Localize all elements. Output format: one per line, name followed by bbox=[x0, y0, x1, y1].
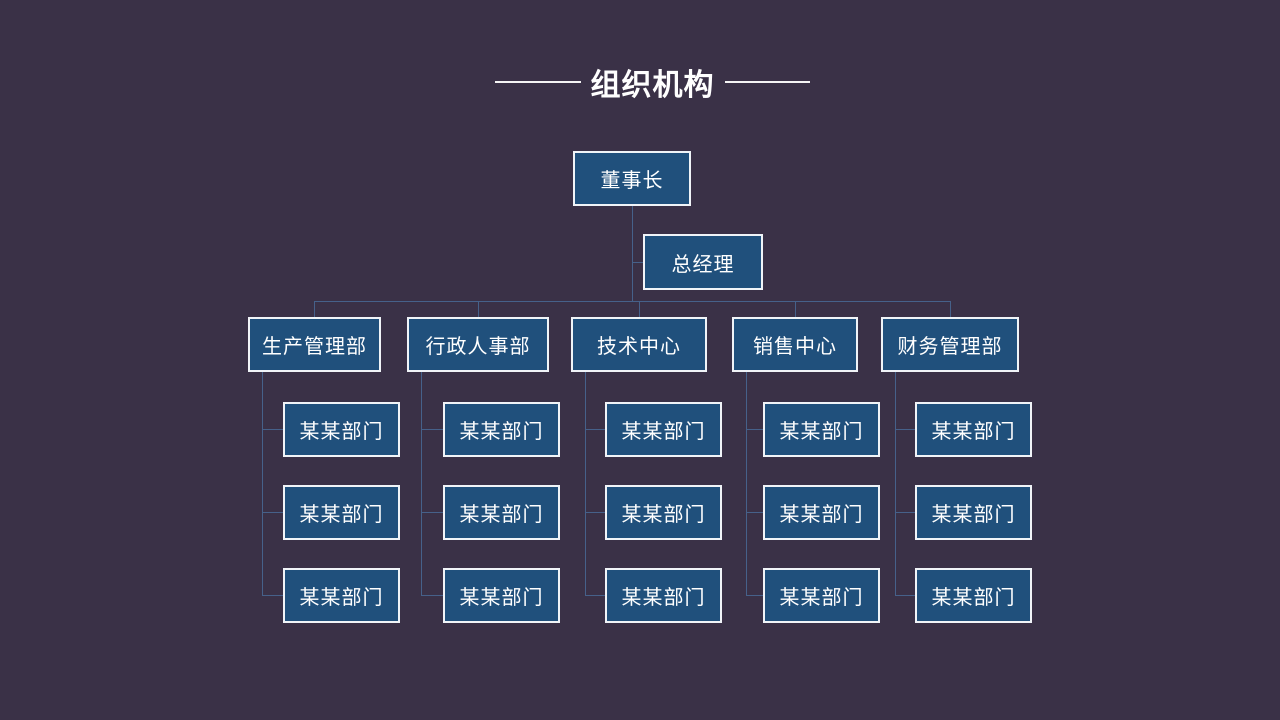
org-node-sub-dept: 某某部门 bbox=[605, 402, 722, 457]
org-node-dept-finance: 财务管理部 bbox=[881, 317, 1019, 372]
org-node-sub-dept: 某某部门 bbox=[443, 568, 560, 623]
connector-dept-1-sub-2 bbox=[262, 512, 283, 513]
connector-dept-5-sub-2 bbox=[895, 512, 915, 513]
org-node-sub-dept: 某某部门 bbox=[605, 485, 722, 540]
org-node-sub-dept: 某某部门 bbox=[443, 402, 560, 457]
title-left-line bbox=[495, 81, 581, 83]
org-node-dept-admin-hr: 行政人事部 bbox=[407, 317, 549, 372]
connector-bus-to-dept-3 bbox=[639, 301, 640, 317]
slide-title-row: 组织机构 bbox=[495, 62, 810, 102]
connector-dept-1-sub-1 bbox=[262, 429, 283, 430]
connector-dept-4-sub-3 bbox=[746, 595, 763, 596]
connector-bus-to-dept-2 bbox=[478, 301, 479, 317]
org-node-sub-dept: 某某部门 bbox=[443, 485, 560, 540]
org-node-sub-dept: 某某部门 bbox=[763, 485, 880, 540]
org-node-sub-dept: 某某部门 bbox=[283, 402, 400, 457]
org-node-sub-dept: 某某部门 bbox=[915, 485, 1032, 540]
connector-dept-1-drop bbox=[262, 372, 263, 596]
org-node-dept-production: 生产管理部 bbox=[248, 317, 381, 372]
connector-department-bus bbox=[314, 301, 950, 302]
connector-bus-to-dept-5 bbox=[950, 301, 951, 317]
title-right-line bbox=[724, 81, 810, 83]
org-node-sub-dept: 某某部门 bbox=[283, 485, 400, 540]
org-node-sub-dept: 某某部门 bbox=[763, 568, 880, 623]
connector-dept-1-sub-3 bbox=[262, 595, 283, 596]
connector-dept-5-drop bbox=[895, 372, 896, 596]
connector-root-to-executive bbox=[632, 262, 643, 263]
connector-root-vertical bbox=[632, 206, 633, 302]
connector-dept-4-sub-1 bbox=[746, 429, 763, 430]
connector-dept-3-sub-1 bbox=[585, 429, 605, 430]
page-title: 组织机构 bbox=[590, 69, 715, 102]
connector-dept-2-sub-3 bbox=[421, 595, 443, 596]
org-node-dept-sales: 销售中心 bbox=[732, 317, 858, 372]
org-node-dept-technology: 技术中心 bbox=[571, 317, 707, 372]
connector-dept-4-drop bbox=[746, 372, 747, 596]
org-node-general-manager: 总经理 bbox=[643, 234, 763, 290]
connector-dept-3-sub-2 bbox=[585, 512, 605, 513]
connector-dept-5-sub-3 bbox=[895, 595, 915, 596]
connector-dept-3-drop bbox=[585, 372, 586, 596]
connector-dept-2-sub-2 bbox=[421, 512, 443, 513]
connector-bus-to-dept-4 bbox=[795, 301, 796, 317]
org-node-sub-dept: 某某部门 bbox=[763, 402, 880, 457]
org-node-sub-dept: 某某部门 bbox=[283, 568, 400, 623]
connector-dept-5-sub-1 bbox=[895, 429, 915, 430]
org-node-sub-dept: 某某部门 bbox=[915, 568, 1032, 623]
org-node-sub-dept: 某某部门 bbox=[915, 402, 1032, 457]
org-node-sub-dept: 某某部门 bbox=[605, 568, 722, 623]
connector-dept-3-sub-3 bbox=[585, 595, 605, 596]
connector-dept-4-sub-2 bbox=[746, 512, 763, 513]
org-node-chairman: 董事长 bbox=[573, 151, 691, 206]
connector-dept-2-drop bbox=[421, 372, 422, 596]
connector-dept-2-sub-1 bbox=[421, 429, 443, 430]
connector-bus-to-dept-1 bbox=[314, 301, 315, 317]
